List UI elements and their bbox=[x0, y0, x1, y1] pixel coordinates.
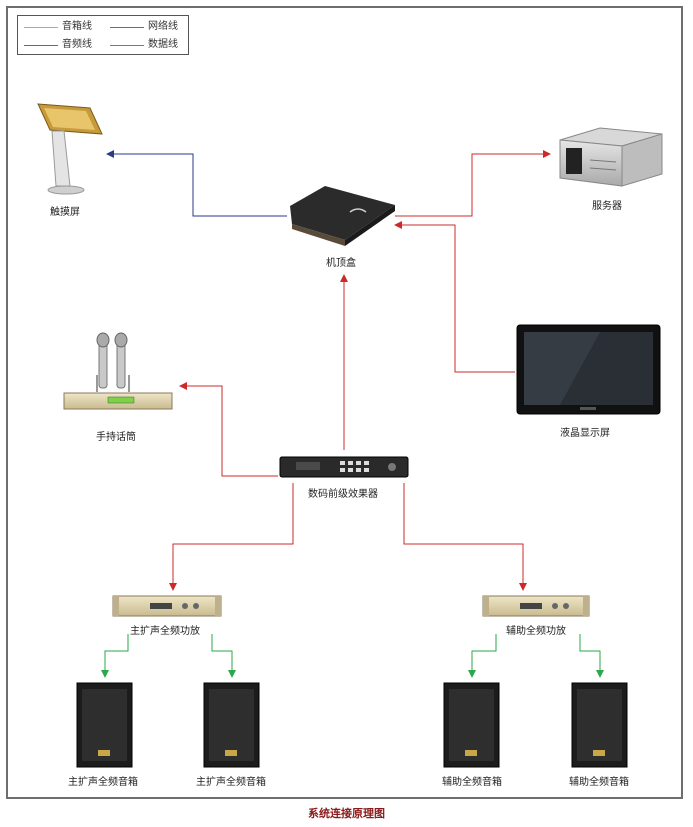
line-main-amp-to-speaker-2 bbox=[211, 634, 236, 678]
diagram-caption: 系统连接原理图 bbox=[308, 807, 385, 820]
line-settop-to-touchscreen bbox=[106, 150, 287, 217]
lcd-display-label: 液晶显示屏 bbox=[560, 428, 610, 439]
main-speaker-1-icon bbox=[76, 682, 133, 768]
aux-amp-label: 辅助全频功放 bbox=[506, 626, 566, 637]
main-speaker-2-icon bbox=[203, 682, 260, 768]
lcd-display-icon bbox=[516, 324, 661, 415]
main-amp-label: 主扩声全频功放 bbox=[130, 626, 200, 637]
line-main-amp-to-speaker-1 bbox=[101, 634, 129, 678]
main-power-amplifier-icon bbox=[112, 595, 222, 617]
aux-speaker-2-label: 辅助全频音箱 bbox=[569, 777, 629, 788]
legend-swatch bbox=[24, 45, 58, 46]
line-aux-amp-to-speaker-2 bbox=[579, 634, 604, 678]
legend-label: 音箱线 bbox=[62, 21, 92, 32]
legend-swatch bbox=[110, 45, 144, 46]
legend-box: 音箱线 网络线 音频线 数据线 bbox=[17, 15, 189, 55]
aux-speaker-1-icon bbox=[443, 682, 500, 768]
line-processor-to-main-amp bbox=[169, 483, 294, 591]
settop-box-label: 机顶盒 bbox=[326, 258, 356, 269]
digital-processor-icon bbox=[279, 456, 409, 478]
touchscreen-kiosk-icon bbox=[37, 103, 103, 195]
legend-swatch bbox=[110, 27, 144, 28]
wireless-microphone-icon bbox=[63, 332, 173, 410]
microphone-label: 手持话筒 bbox=[96, 432, 136, 443]
server-label: 服务器 bbox=[592, 201, 622, 212]
aux-power-amplifier-icon bbox=[482, 595, 590, 617]
main-speaker-1-label: 主扩声全频音箱 bbox=[68, 777, 138, 788]
touchscreen-label: 触摸屏 bbox=[50, 207, 80, 218]
legend-label: 音频线 bbox=[62, 39, 92, 50]
legend-label: 网络线 bbox=[148, 21, 178, 32]
line-processor-to-aux-amp bbox=[403, 483, 527, 591]
server-icon bbox=[559, 127, 663, 187]
main-speaker-2-label: 主扩声全频音箱 bbox=[196, 777, 266, 788]
legend-label: 数据线 bbox=[148, 39, 178, 50]
line-aux-amp-to-speaker-1 bbox=[468, 634, 497, 678]
line-processor-to-mic bbox=[179, 382, 278, 477]
line-lcd-to-settop bbox=[394, 221, 515, 373]
aux-speaker-2-icon bbox=[571, 682, 628, 768]
settop-box-icon bbox=[290, 186, 395, 246]
processor-label: 数码前级效果器 bbox=[308, 489, 378, 500]
line-settop-to-server bbox=[395, 150, 551, 217]
legend-swatch bbox=[24, 27, 58, 28]
aux-speaker-1-label: 辅助全频音箱 bbox=[442, 777, 502, 788]
